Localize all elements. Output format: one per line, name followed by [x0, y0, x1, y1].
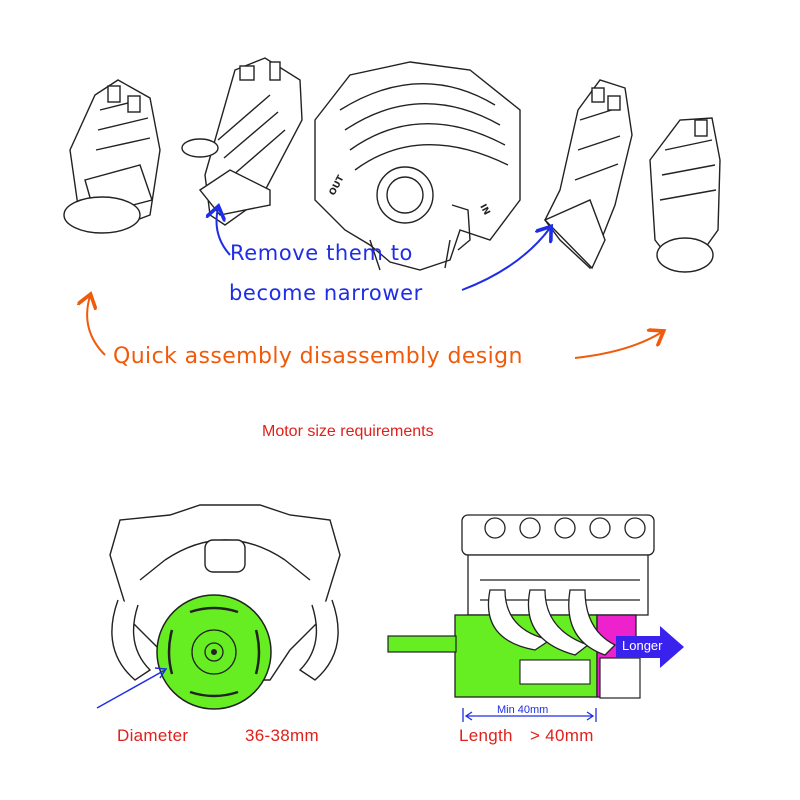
- quick-design-caption: Quick assembly disassembly design: [113, 344, 523, 369]
- left-cylinder-head: [181, 57, 303, 226]
- length-value: > 40mm: [530, 726, 594, 745]
- right-exhaust-manifold: [649, 117, 721, 273]
- min-length-dimension: [462, 708, 597, 722]
- diameter-label: Diameter: [117, 726, 189, 745]
- remove-note-line2: become narrower: [229, 281, 423, 305]
- exhaust-headers: [487, 589, 617, 656]
- right-cylinder-head: [543, 79, 633, 270]
- blue-curved-arrow-icon: [217, 208, 231, 256]
- orange-curved-arrow-icon: [574, 332, 662, 359]
- diameter-value: 36-38mm: [245, 726, 319, 745]
- motor-front-green: [156, 594, 272, 710]
- center-engine-block: [314, 61, 521, 271]
- longer-arrow-icon: [616, 626, 684, 668]
- svg-text:IN: IN: [477, 203, 491, 217]
- motor-shaft: [387, 635, 457, 653]
- orange-curved-arrow-icon: [87, 296, 106, 356]
- min-length-label: Min 40mm: [497, 704, 549, 716]
- left-exhaust-manifold: [63, 79, 161, 234]
- remove-note-line1: Remove them to: [230, 241, 413, 265]
- blue-curved-arrow-icon: [461, 228, 550, 291]
- length-label: Length: [459, 726, 513, 745]
- blue-pointer-arrow-icon: [96, 667, 168, 709]
- longer-label: Longer: [622, 638, 663, 653]
- motor-size-title: Motor size requirements: [262, 423, 434, 440]
